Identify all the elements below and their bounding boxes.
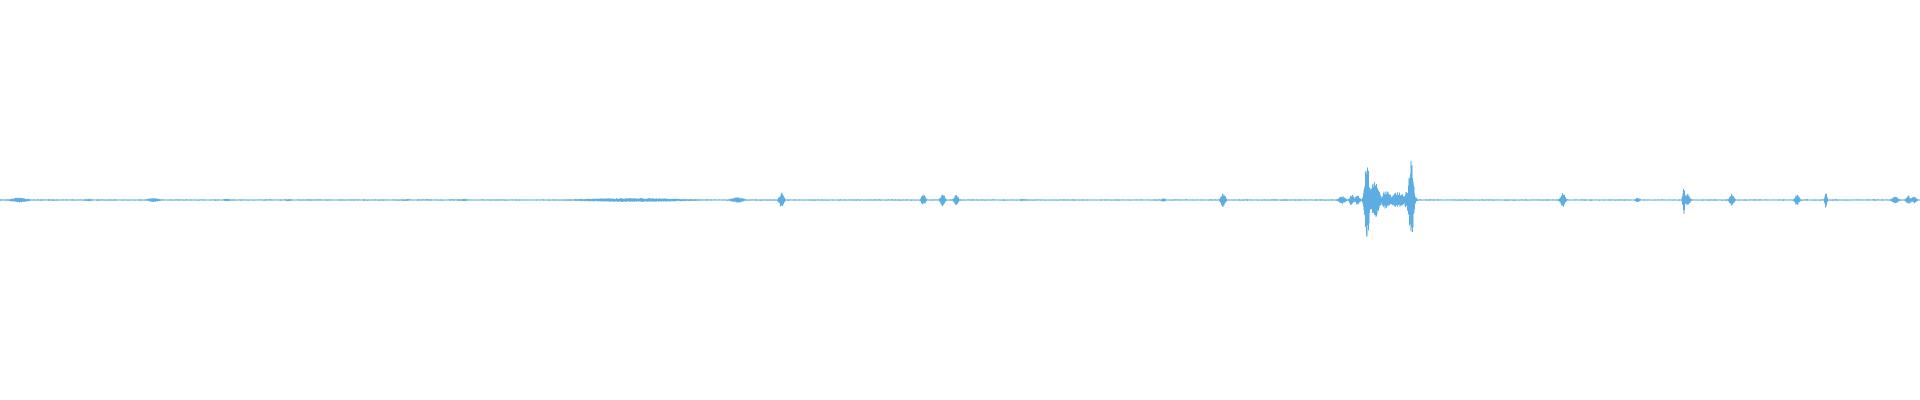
waveform-signal <box>0 160 1920 237</box>
